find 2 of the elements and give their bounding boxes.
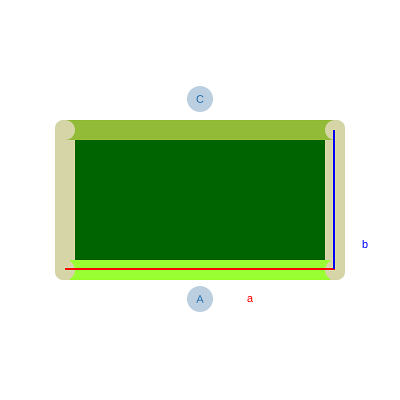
side-label: b [362, 240, 368, 248]
side-label: a [247, 296, 254, 302]
